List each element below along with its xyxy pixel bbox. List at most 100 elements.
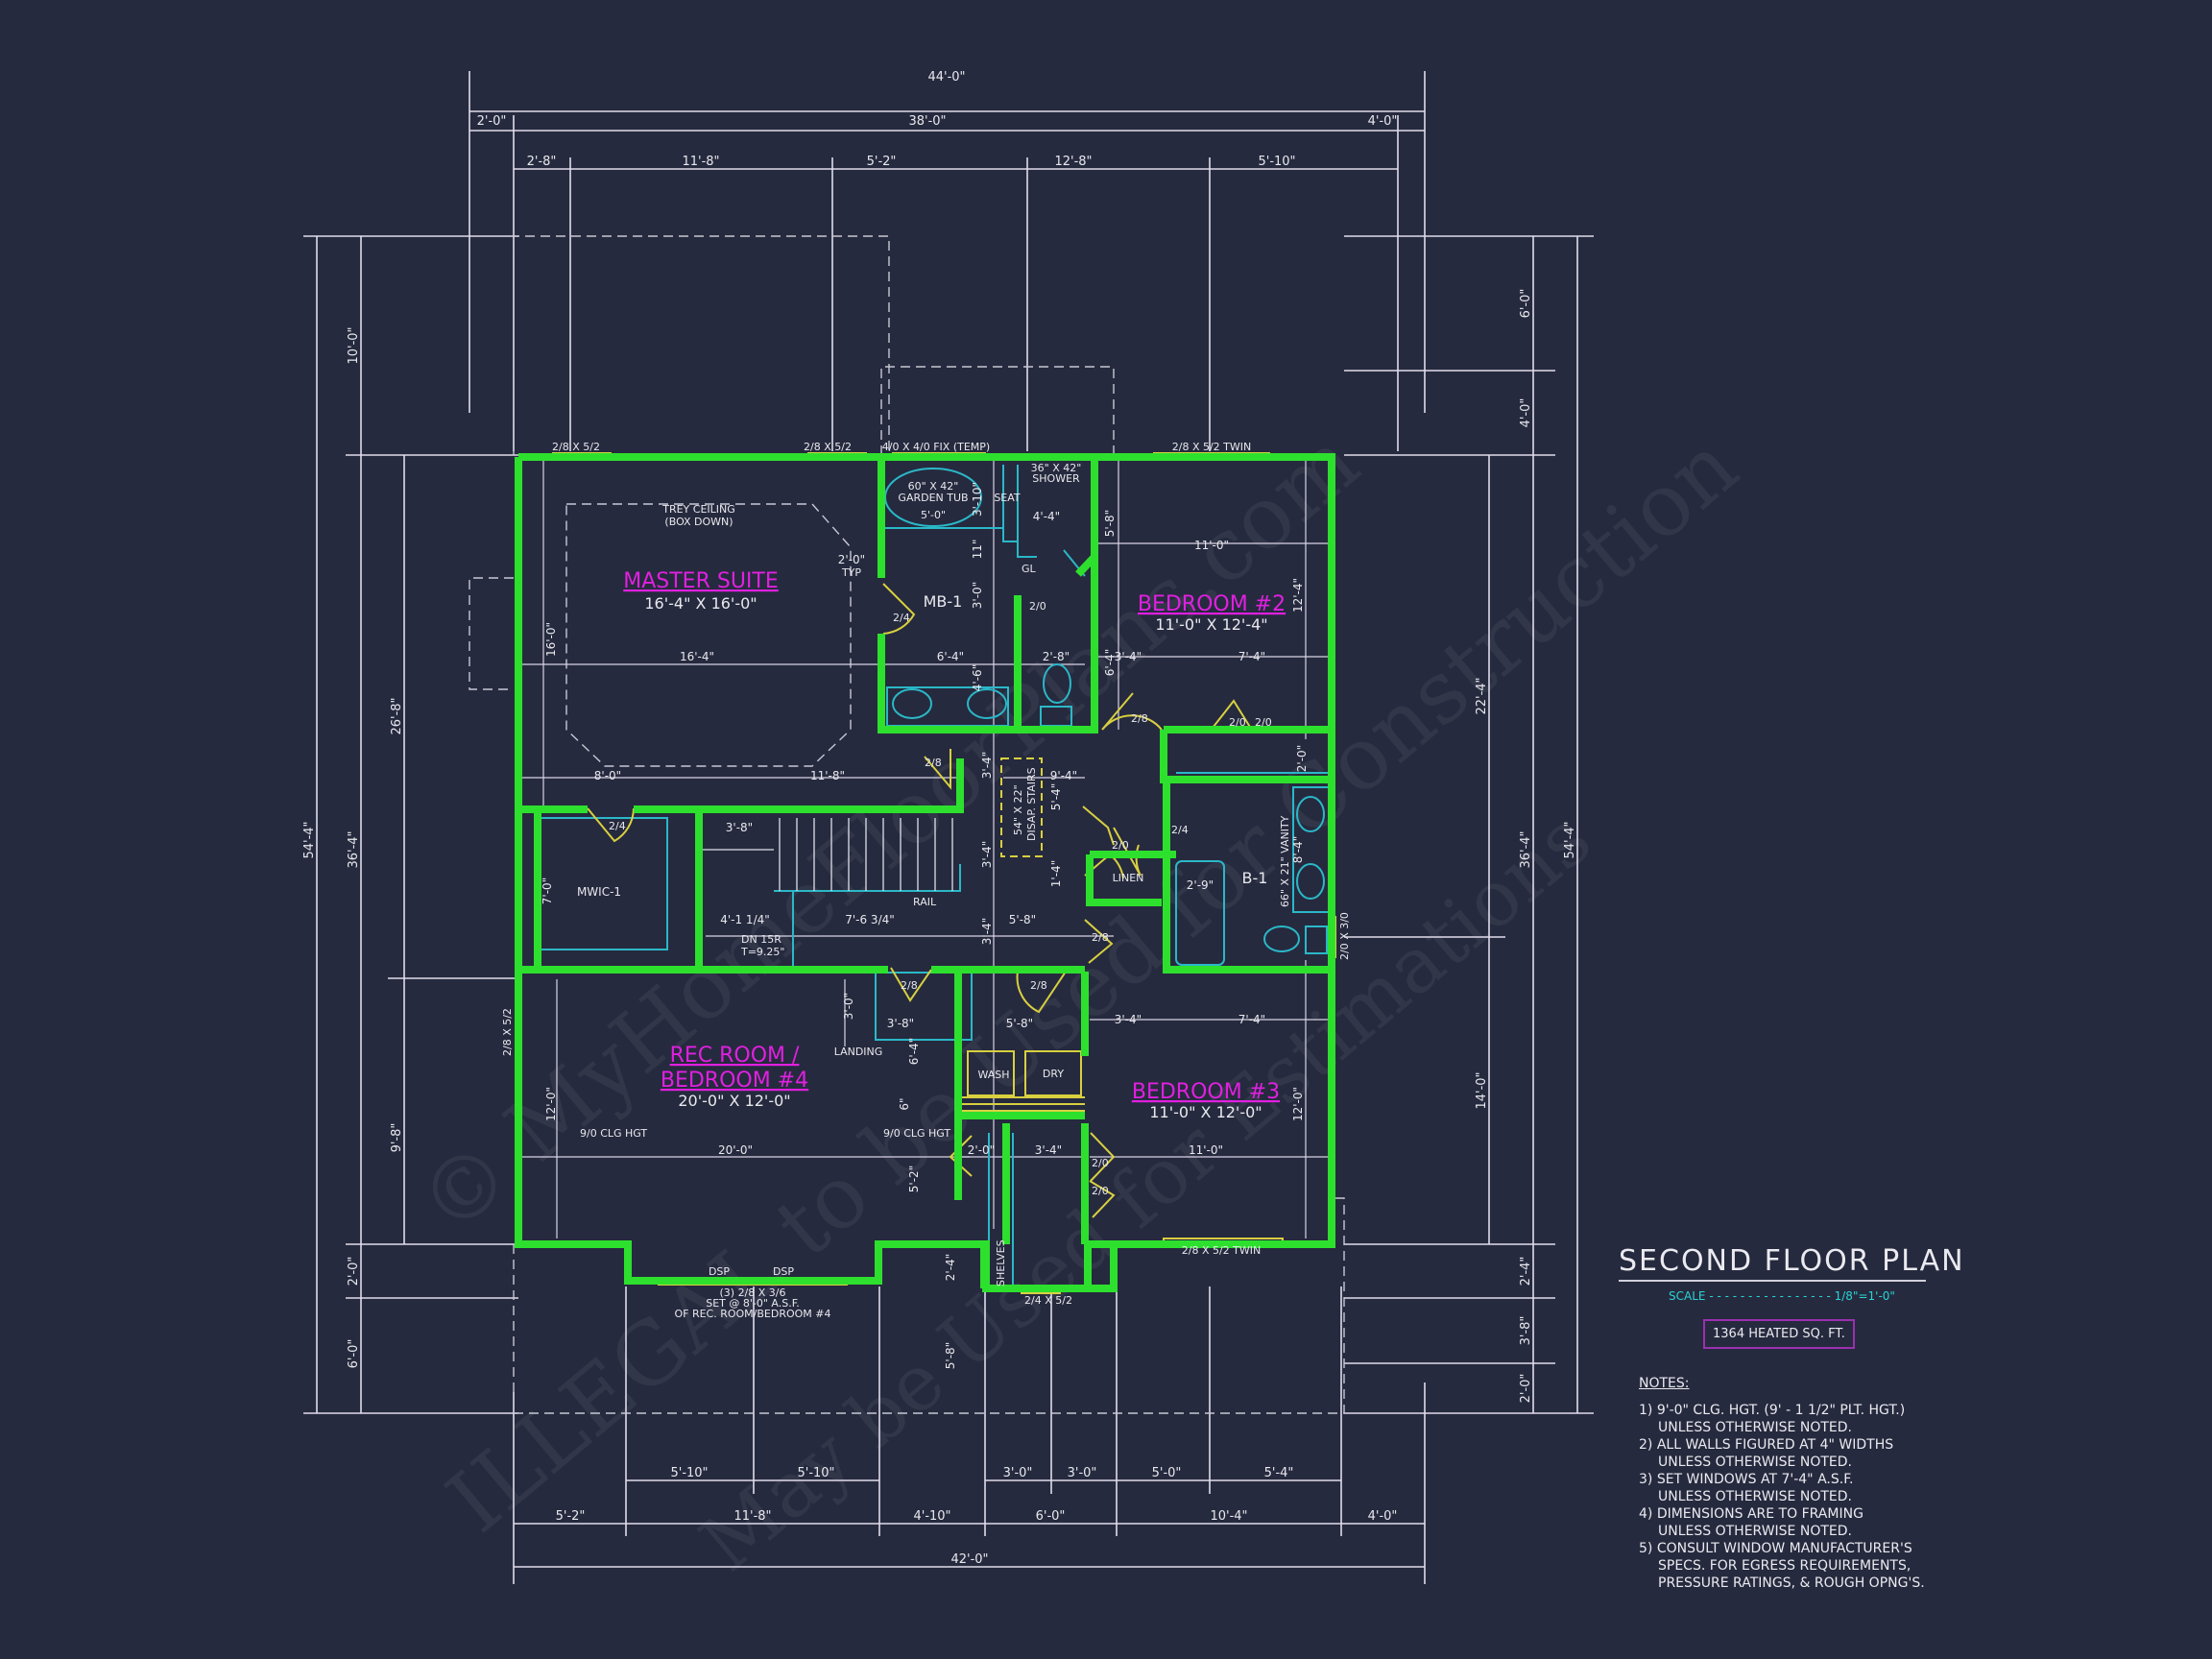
note-item: 4) DIMENSIONS ARE TO FRAMING UNLESS OTHE… — [1639, 1505, 1925, 1540]
window-label: 4/0 X 4/0 FIX (TEMP) — [882, 441, 990, 453]
dim-interior: 1'-4" — [1049, 860, 1063, 887]
dim-top: 4'-0" — [1368, 114, 1398, 129]
dryer-icon — [1024, 1050, 1082, 1096]
label-shower: SHOWER — [1032, 472, 1080, 485]
label-gl: GL — [1022, 563, 1037, 575]
note-item: 5) CONSULT WINDOW MANUFACTURER'S SPECS. … — [1639, 1540, 1925, 1592]
toilet-icon — [1263, 926, 1300, 952]
door-swing-icon — [1209, 699, 1254, 733]
label-linen: LINEN — [1113, 872, 1144, 884]
sink-icon — [1296, 796, 1325, 832]
door-swing-icon — [1016, 971, 1067, 1014]
door-label: 2/8 — [1131, 712, 1148, 725]
label-rec-window-2: SET @ 8'-0" A.S.F. — [706, 1297, 800, 1310]
dim-top: 2'-0" — [477, 114, 507, 129]
dim-interior: 12'-4" — [1291, 578, 1305, 613]
dim-interior: 7'-4" — [1238, 1013, 1265, 1026]
room-labels: MASTER SUITE 16'-4" X 16'-0" BEDROOM #2 … — [577, 569, 1286, 1286]
room-b1: B-1 — [1242, 869, 1268, 887]
scale-value: 1/8"=1'-0" — [1834, 1289, 1895, 1303]
dim-right: 2'-4" — [1519, 1257, 1533, 1286]
dim-interior: 11'-0" — [1189, 1143, 1223, 1157]
door-label: 2/0 — [1092, 1157, 1109, 1169]
door-labels: 2/4 2/4 2/4 2/0 2/0 2/0 2/0 2/0 2/0 2/8 … — [609, 600, 1272, 1197]
dim-right: 36'-4" — [1519, 830, 1533, 868]
dim-interior: 4'-6" — [971, 664, 984, 691]
dim-interior: 6'-4" — [937, 650, 964, 663]
dim-interior: 3'-4" — [1115, 650, 1142, 663]
room-master-suite: MASTER SUITE — [623, 569, 779, 593]
label-rec-window-1: (3) 2/8 X 3/6 — [719, 1286, 785, 1299]
label-disap-stairs-size: 54" X 22" — [1012, 784, 1024, 835]
dim-top: 38'-0" — [908, 114, 946, 129]
door-swing-icon — [1113, 827, 1142, 877]
dim-top: 11'-8" — [682, 155, 719, 169]
label-disap-stairs: DISAP. STAIRS — [1025, 767, 1038, 841]
dim-interior: 2'-4" — [944, 1254, 957, 1281]
plan-title: SECOND FLOOR PLAN — [1619, 1244, 1963, 1282]
bathtub-icon — [1175, 860, 1225, 966]
scale-leader: - - - - - - - - - - - - - - - - — [1709, 1289, 1835, 1303]
dim-interior: 5'-2" — [907, 1166, 921, 1192]
window-label: 2/8 X 5/2 TWIN — [1172, 441, 1252, 453]
door-label: 2/0 — [1255, 716, 1272, 729]
dim-bottom: 3'-0" — [1068, 1466, 1097, 1480]
window-label: 2/8 X 5/2 — [552, 441, 600, 453]
note-line: 3) SET WINDOWS AT 7'-4" A.S.F. — [1639, 1472, 1854, 1487]
room-rec-room-line1: REC ROOM / — [670, 1044, 800, 1068]
dim-interior: 5'-8" — [944, 1342, 957, 1369]
interior-dimensions: 16'-4" 16'-0" 2'-0" 3'-10" 11" 3'-0" 6'-… — [541, 482, 1309, 1369]
label-tub-length: 5'-0" — [921, 509, 946, 521]
room-rec-room-line2: BEDROOM #4 — [661, 1069, 808, 1093]
toilet-icon — [1043, 663, 1071, 704]
dim-bottom: 10'-4" — [1210, 1509, 1247, 1524]
room-master-suite-size: 16'-4" X 16'-0" — [644, 594, 757, 613]
dim-interior: 2'-0" — [838, 553, 865, 566]
dim-interior: 20'-0" — [718, 1143, 753, 1157]
label-dsp-1: DSP — [709, 1265, 730, 1278]
dim-bottom: 5'-10" — [797, 1466, 834, 1480]
door-label: 2/0 — [1229, 716, 1246, 729]
dim-interior: 5'-8" — [1103, 510, 1117, 537]
note-line: 2) ALL WALLS FIGURED AT 4" WIDTHS — [1639, 1437, 1894, 1453]
door-swing-icon — [1090, 1132, 1116, 1182]
dim-interior: 5'-8" — [1009, 913, 1036, 926]
dim-interior: 5'-4" — [1049, 783, 1063, 810]
door-label: 2/0 — [1112, 839, 1129, 852]
label-vanity: 66" X 21" VANITY — [1279, 815, 1291, 907]
door-swing-icon — [949, 1135, 973, 1177]
heated-sqft-badge: 1364 HEATED SQ. FT. — [1703, 1319, 1855, 1349]
dim-interior: 6" — [898, 1097, 911, 1110]
dim-interior: 3'-8" — [726, 821, 753, 834]
label-garden-tub: GARDEN TUB — [898, 492, 968, 504]
dim-interior: 8'-4" — [1291, 836, 1305, 863]
dim-top: 2'-8" — [527, 155, 557, 169]
dim-interior: 12'-0" — [1291, 1087, 1305, 1121]
dim-interior: 11'-0" — [1194, 539, 1229, 552]
window-labels: 2/8 X 5/2 2/8 X 5/2 4/0 X 4/0 FIX (TEMP)… — [501, 441, 1351, 1307]
dim-interior: 6'-4" — [907, 1038, 921, 1065]
dim-interior: 2'-9" — [1187, 878, 1214, 892]
label-landing: LANDING — [834, 1046, 883, 1058]
door-swing-icon — [1082, 805, 1115, 846]
door-label: 2/0 — [1092, 1185, 1109, 1197]
dim-bottom: 4'-0" — [1368, 1509, 1398, 1524]
dim-left: 2'-0" — [347, 1257, 361, 1286]
dim-bottom: 5'-0" — [1152, 1466, 1182, 1480]
door-label: 2/8 — [901, 979, 918, 992]
dim-bottom: 5'-10" — [670, 1466, 708, 1480]
label-shower-size: 36" X 42" — [1031, 462, 1082, 474]
note-line: 5) CONSULT WINDOW MANUFACTURER'S — [1639, 1541, 1912, 1556]
room-mb1: MB-1 — [924, 592, 963, 611]
note-item: 2) ALL WALLS FIGURED AT 4" WIDTHS UNLESS… — [1639, 1436, 1925, 1471]
label-clg-hgt-left: 9/0 CLG HGT — [580, 1127, 647, 1140]
dim-bottom-overall: 42'-0" — [950, 1552, 988, 1567]
door-label: 2/8 — [1092, 931, 1109, 944]
dim-left: 6'-0" — [347, 1339, 361, 1369]
dim-left: 36'-4" — [347, 830, 361, 868]
note-line: PRESSURE RATINGS, & ROUGH OPNG'S. — [1658, 1575, 1925, 1591]
dim-bottom: 5'-4" — [1264, 1466, 1294, 1480]
room-rec-room-size: 20'-0" X 12'-0" — [678, 1092, 790, 1110]
dim-right-overall: 54'-4" — [1563, 821, 1577, 858]
dim-interior: 16'-0" — [544, 622, 558, 657]
